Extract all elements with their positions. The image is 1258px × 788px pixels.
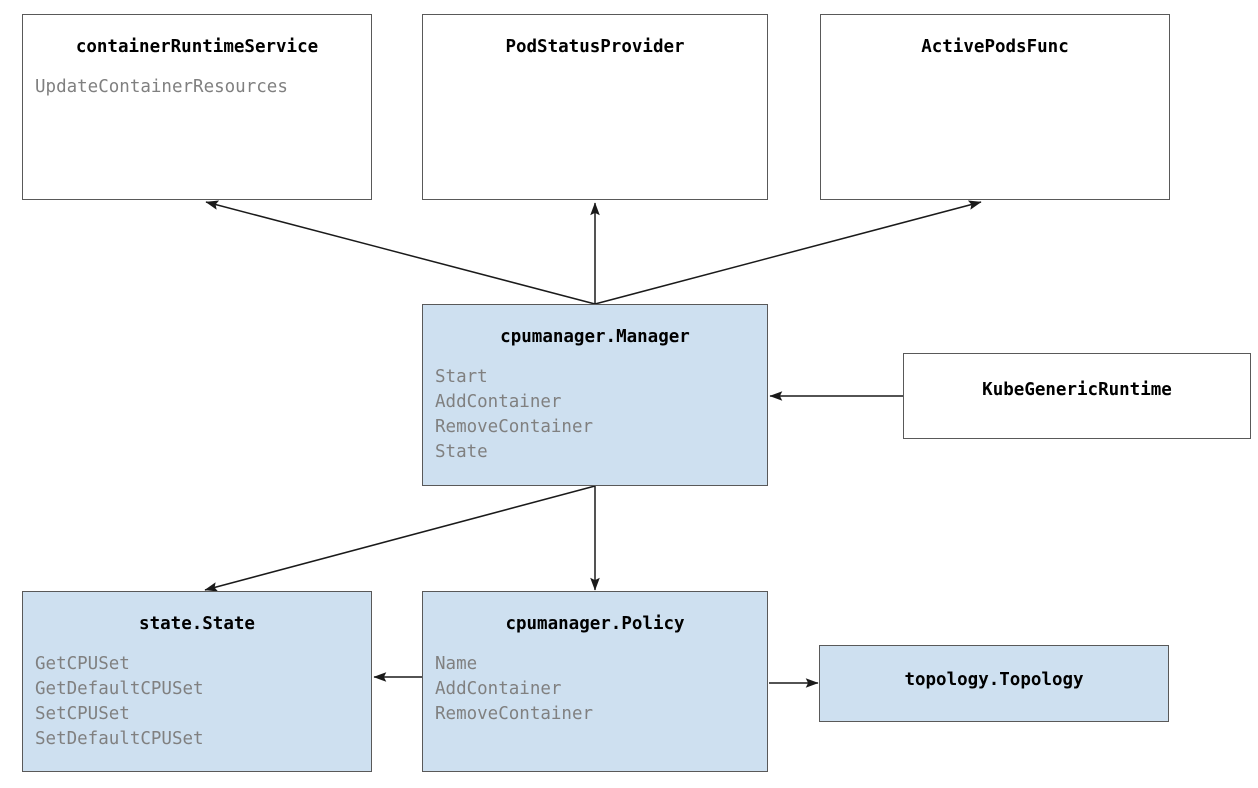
node-member: State: [435, 442, 488, 462]
node-member: GetCPUSet: [35, 654, 130, 674]
node-title: state.State: [139, 614, 255, 634]
node-member: SetDefaultCPUSet: [35, 729, 204, 749]
node-KubeGenericRuntime[interactable]: KubeGenericRuntime: [903, 353, 1251, 439]
node-title: cpumanager.Manager: [500, 327, 690, 347]
edge-manager-to-activePodsFunc: [594, 200, 982, 305]
node-member: AddContainer: [435, 679, 562, 699]
node-title: topology.Topology: [904, 670, 1084, 690]
node-title: cpumanager.Policy: [505, 614, 685, 634]
node-state-State[interactable]: state.State GetCPUSet GetDefaultCPUSet S…: [22, 591, 372, 772]
node-title: KubeGenericRuntime: [982, 380, 1172, 400]
edge-manager-to-containerRuntimeService: [205, 200, 596, 305]
node-title: containerRuntimeService: [75, 37, 319, 57]
node-member: SetCPUSet: [35, 704, 130, 724]
node-cpumanager-Policy[interactable]: cpumanager.Policy Name AddContainer Remo…: [422, 591, 768, 772]
node-member: Start: [435, 367, 488, 387]
node-ActivePodsFunc[interactable]: ActivePodsFunc: [820, 14, 1170, 200]
node-PodStatusProvider[interactable]: PodStatusProvider: [422, 14, 768, 200]
node-title: ActivePodsFunc: [921, 37, 1069, 57]
node-topology-Topology[interactable]: topology.Topology: [819, 645, 1169, 722]
edge-manager-to-stateState: [204, 485, 596, 592]
node-member: GetDefaultCPUSet: [35, 679, 204, 699]
node-member: AddContainer: [435, 392, 562, 412]
node-members: UpdateContainerResources: [23, 75, 371, 100]
node-containerRuntimeService[interactable]: containerRuntimeService UpdateContainerR…: [22, 14, 372, 200]
node-cpumanager-Manager[interactable]: cpumanager.Manager Start AddContainer Re…: [422, 304, 768, 486]
node-title: PodStatusProvider: [505, 37, 685, 57]
node-member: UpdateContainerResources: [35, 77, 288, 97]
node-member: RemoveContainer: [435, 704, 594, 724]
node-members: GetCPUSet GetDefaultCPUSet SetCPUSet Set…: [23, 652, 371, 752]
node-member: RemoveContainer: [435, 417, 594, 437]
node-members: Name AddContainer RemoveContainer: [423, 652, 767, 727]
node-member: Name: [435, 654, 478, 674]
node-members: Start AddContainer RemoveContainer State: [423, 365, 767, 465]
